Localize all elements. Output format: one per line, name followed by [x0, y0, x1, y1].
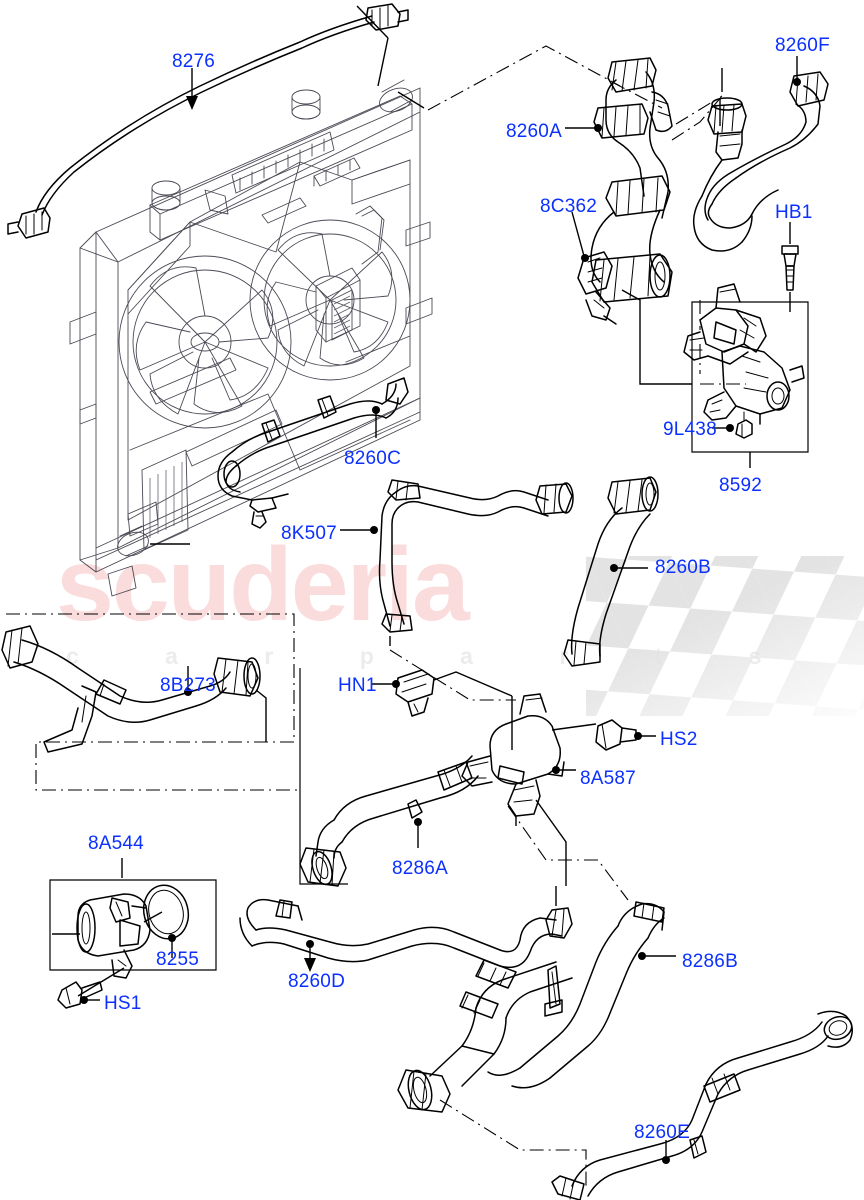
callout-8260A[interactable]: 8260A: [506, 121, 562, 142]
part-8260F-hose: [675, 56, 829, 252]
callout-8286A[interactable]: 8286A: [392, 858, 448, 879]
callout-8B273[interactable]: 8B273: [160, 675, 216, 696]
part-8B273-pipe: [1, 613, 298, 791]
part-HN1-nut: [372, 669, 513, 717]
callout-8260B[interactable]: 8260B: [655, 557, 711, 578]
callout-8K507[interactable]: 8K507: [281, 523, 337, 544]
callout-8276[interactable]: 8276: [172, 51, 216, 72]
callout-HS2[interactable]: HS2: [660, 729, 698, 750]
part-8276-harness: [7, 3, 409, 239]
part-8K507-pipe: [340, 479, 574, 701]
callout-HN1[interactable]: HN1: [338, 675, 377, 696]
callout-8260F[interactable]: 8260F: [775, 35, 830, 56]
part-8260E-hose: [551, 1010, 853, 1200]
callout-8255[interactable]: 8255: [156, 949, 200, 970]
part-8C362-sensor: [571, 211, 617, 325]
callout-HB1[interactable]: HB1: [775, 202, 813, 223]
part-8A587-housing: [461, 693, 656, 901]
part-8592-assembly: [621, 283, 809, 468]
part-8260D-hose: [239, 886, 573, 972]
part-8A544-assembly: [49, 858, 217, 1009]
part-HB1-bolt: [781, 222, 799, 312]
callout-8260C[interactable]: 8260C: [344, 448, 401, 469]
callout-8592[interactable]: 8592: [719, 475, 763, 496]
callout-8C362[interactable]: 8C362: [540, 196, 597, 217]
callout-8286B[interactable]: 8286B: [682, 951, 738, 972]
radiator-fan-module: [69, 79, 433, 597]
callout-8A587[interactable]: 8A587: [580, 768, 636, 789]
callout-HS1[interactable]: HS1: [104, 993, 142, 1014]
part-8260B-hose: [563, 476, 659, 667]
callout-8260D[interactable]: 8260D: [288, 971, 345, 992]
part-8286B-hose: [397, 901, 676, 1188]
callout-8260E[interactable]: 8260E: [634, 1122, 690, 1143]
part-8260A-hose: [565, 57, 673, 303]
reference-lines-upper: [397, 45, 723, 141]
callout-8A544[interactable]: 8A544: [88, 833, 144, 854]
part-8260C-hose: [217, 377, 409, 529]
callout-9L438[interactable]: 9L438: [663, 419, 717, 440]
part-8286A-hose: [299, 668, 479, 887]
